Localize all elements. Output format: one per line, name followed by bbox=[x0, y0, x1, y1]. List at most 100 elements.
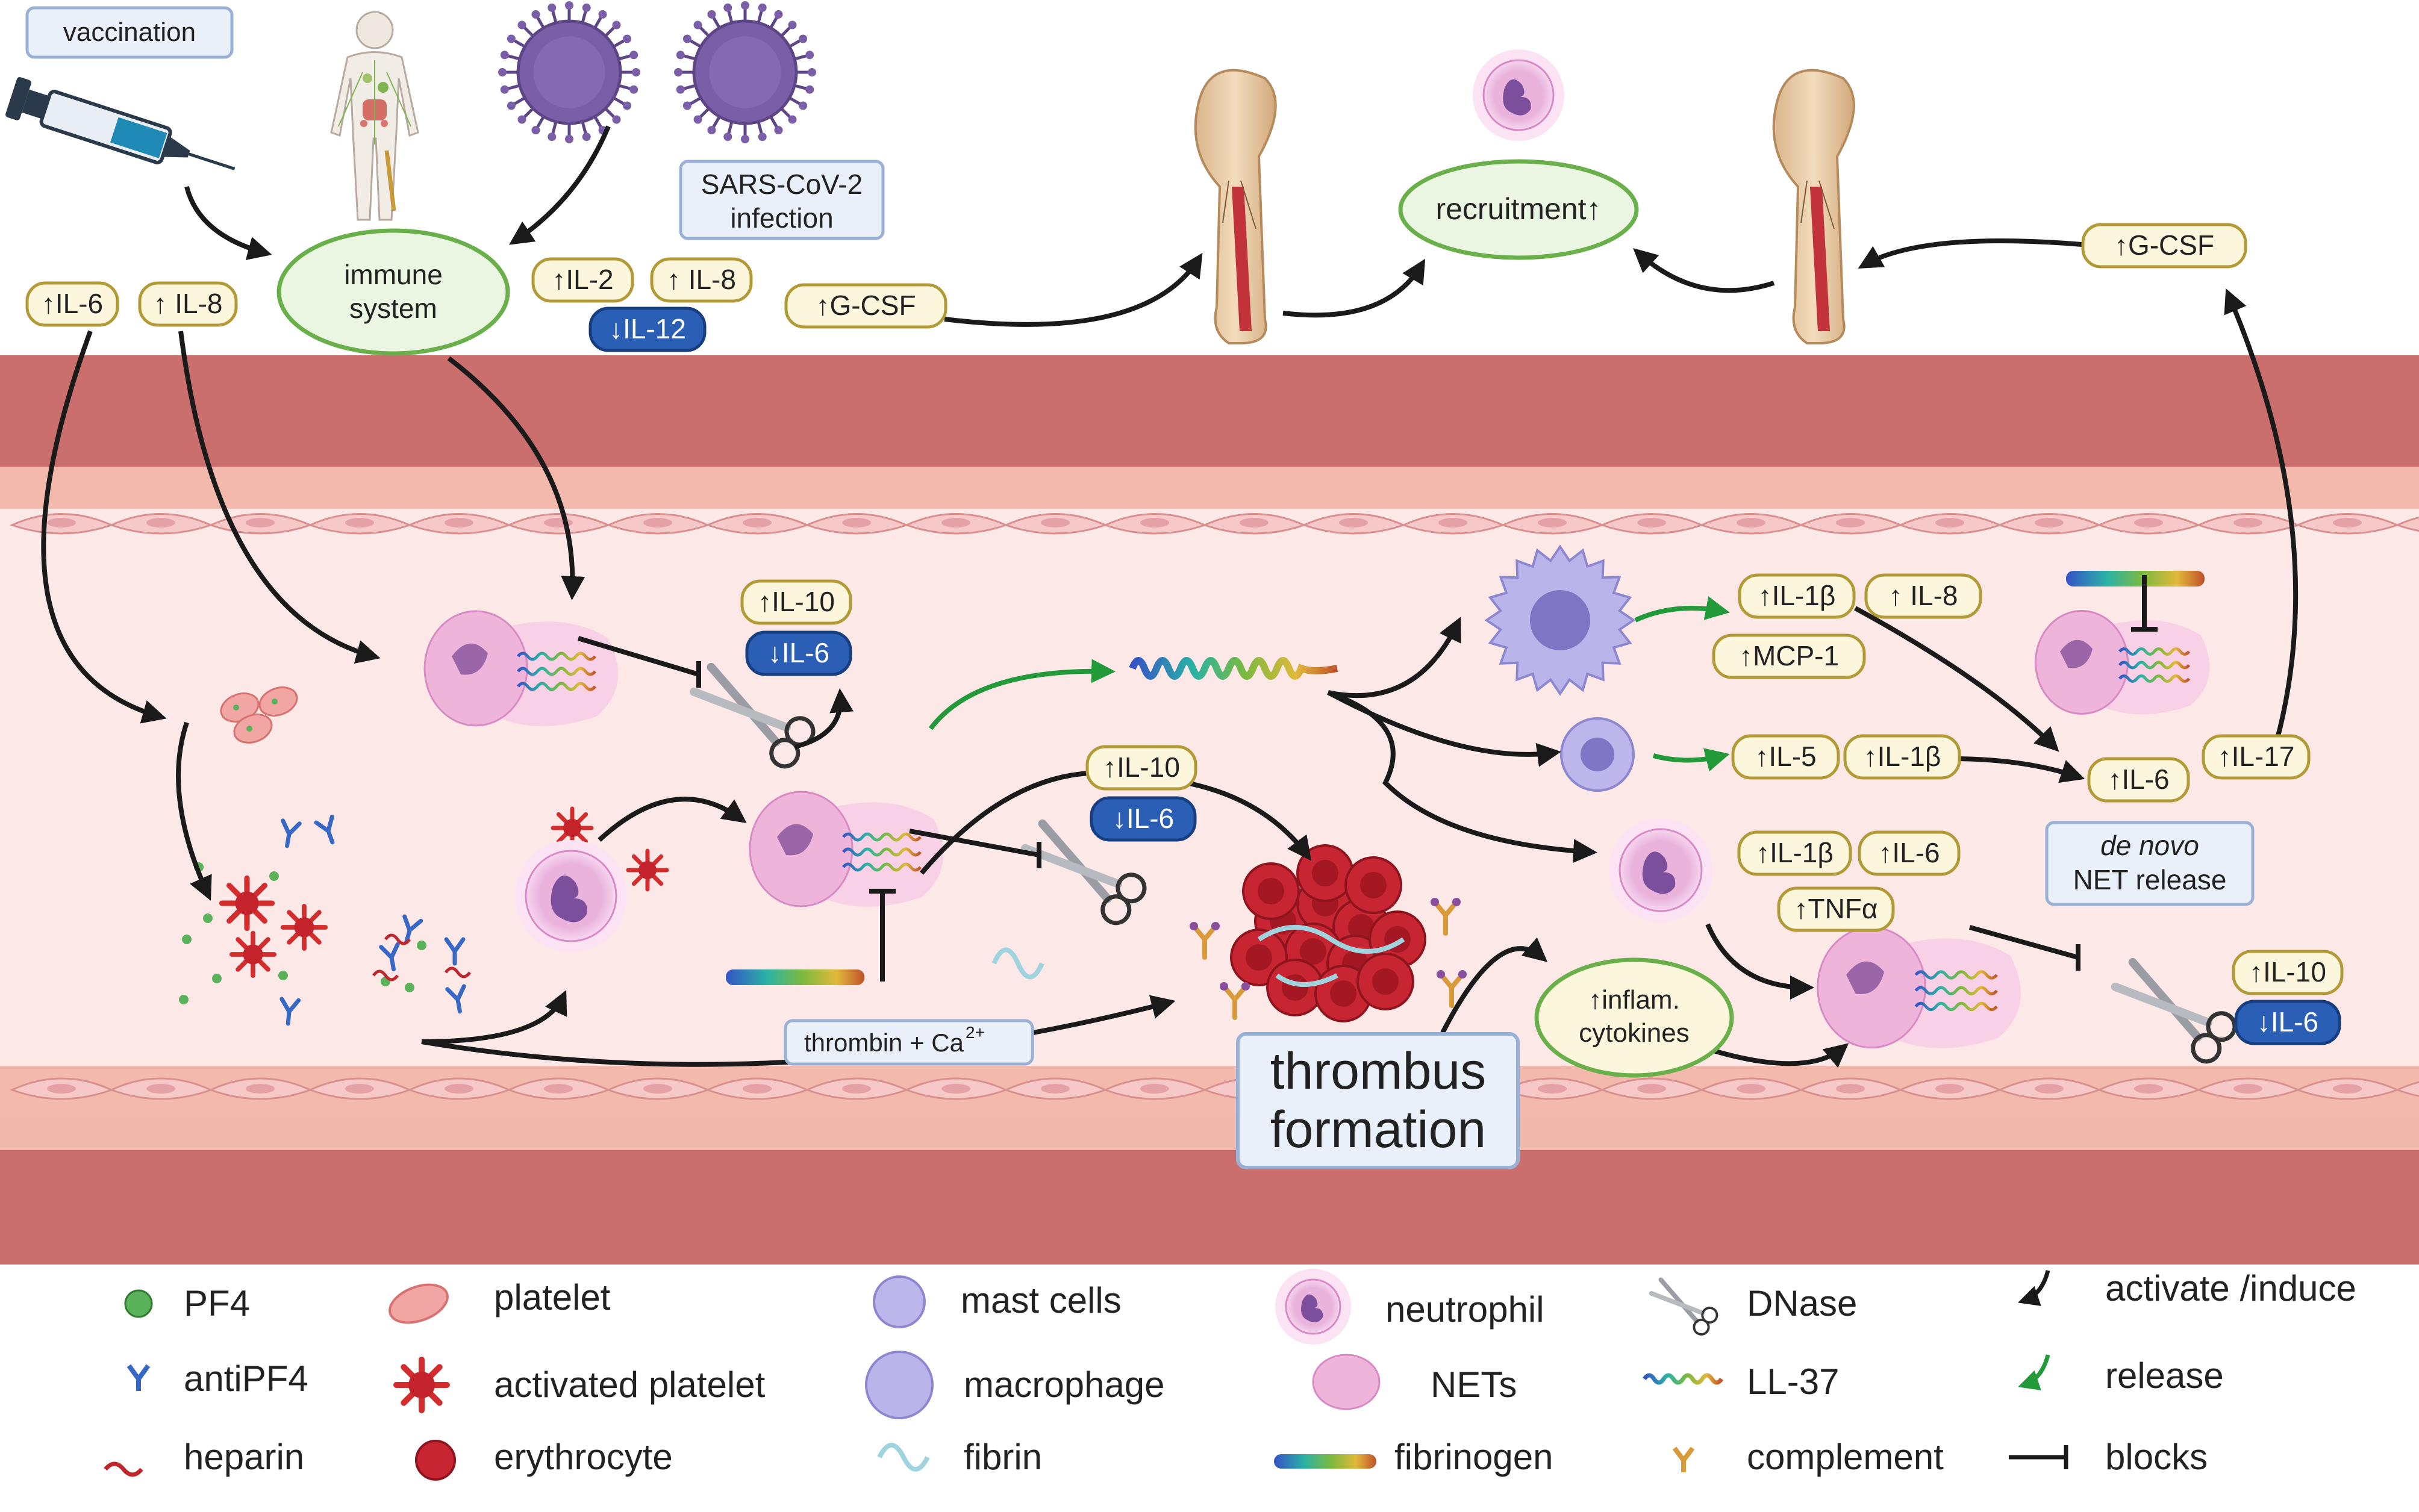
erythrocyte-icon bbox=[415, 1440, 456, 1481]
cytokine-label-mcp1: ↑MCP-1 bbox=[1712, 633, 1866, 679]
net-icon bbox=[749, 791, 943, 907]
net-icon bbox=[423, 610, 618, 727]
cytokine-label-il8-b: ↑ IL-8 bbox=[1864, 573, 1982, 619]
legend-nets: NETs bbox=[1431, 1364, 1517, 1405]
lumen-cells bbox=[179, 544, 2237, 1064]
svg-text:↓IL-12: ↓IL-12 bbox=[609, 313, 686, 344]
de-novo-net-release-box: de novo NET release bbox=[2045, 821, 2255, 906]
cytokine-label-il10-c: ↑IL-10 bbox=[2232, 950, 2344, 995]
svg-text:↓IL-6: ↓IL-6 bbox=[768, 637, 829, 668]
fibrin-icon bbox=[991, 947, 1044, 980]
cytokine-label-il17: ↑IL-17 bbox=[2202, 734, 2311, 780]
neutrophil-icon bbox=[1275, 1269, 1351, 1345]
sars-cov-2-box: SARS-CoV-2 infection bbox=[679, 160, 885, 240]
calcium-charge: 2+ bbox=[966, 1023, 985, 1042]
thrombus-formation-box: thrombus formation bbox=[1236, 1032, 1520, 1169]
legend-ll37: LL-37 bbox=[1747, 1361, 1839, 1402]
svg-text:↑IL-1β: ↑IL-1β bbox=[1756, 837, 1834, 868]
activated-platelet-icon bbox=[626, 848, 669, 892]
thrombin-label: thrombin + Ca bbox=[804, 1028, 964, 1057]
legend-platelet: platelet bbox=[494, 1277, 611, 1318]
formation-label: formation bbox=[1270, 1101, 1487, 1159]
antipf4-icon bbox=[445, 984, 466, 1014]
mast-cell-icon bbox=[873, 1275, 926, 1328]
fibrinogen-icon bbox=[726, 969, 864, 985]
inflammatory-cytokines-ellipse: ↑inflam. cytokines bbox=[1534, 957, 1734, 1078]
cytokine-label-il8-mid: ↑ IL-8 bbox=[650, 257, 753, 303]
activated-platelet-icon bbox=[219, 875, 275, 932]
release-arrow-icon bbox=[2018, 1354, 2050, 1390]
cytokine-label-il2: ↑IL-2 bbox=[531, 257, 634, 303]
svg-text:↑G-CSF: ↑G-CSF bbox=[816, 290, 916, 321]
release-arrow bbox=[1634, 596, 1730, 623]
activate-arrow bbox=[1633, 247, 1775, 293]
net-release-label: NET release bbox=[2073, 864, 2227, 895]
dnase-icon bbox=[1649, 1277, 1718, 1336]
blocks-symbol bbox=[1968, 925, 2080, 971]
legend-release: release bbox=[2105, 1355, 2224, 1396]
cytokine-label-tnfa: ↑TNFα bbox=[1777, 886, 1895, 932]
vessel-lumen bbox=[0, 509, 2419, 1111]
vessel-wall-top bbox=[0, 355, 2419, 476]
activate-arrow bbox=[176, 721, 212, 901]
release-arrow bbox=[928, 659, 1116, 730]
fibrinogen-icon bbox=[1274, 1454, 1376, 1469]
infection-label: infection bbox=[730, 202, 833, 234]
activate-arrow bbox=[184, 186, 272, 260]
cytokine-label-il5: ↑IL-5 bbox=[1731, 734, 1840, 780]
pf4-dot bbox=[417, 941, 426, 950]
inflam-label: ↑inflam. bbox=[1588, 985, 1680, 1015]
svg-text:↑TNFα: ↑TNFα bbox=[1794, 893, 1877, 924]
net-icon bbox=[2035, 610, 2210, 715]
activate-arrow bbox=[178, 331, 381, 664]
human-body-icon bbox=[330, 11, 419, 221]
fibrin-icon bbox=[877, 1443, 930, 1472]
complement-icon bbox=[1672, 1446, 1695, 1472]
antipf4-icon bbox=[281, 818, 302, 848]
syringe-icon bbox=[5, 77, 236, 170]
virus-icon bbox=[498, 1, 640, 143]
svg-text:↑IL-1β: ↑IL-1β bbox=[1758, 580, 1836, 611]
activate-arrow bbox=[794, 688, 854, 749]
legend-dnase: DNase bbox=[1747, 1283, 1857, 1324]
antipf4-icon bbox=[402, 914, 423, 944]
cytokine-label-il10-b: ↑IL-10 bbox=[1085, 745, 1197, 791]
svg-text:↑IL-6: ↑IL-6 bbox=[42, 288, 103, 319]
dnase-scissors-icon bbox=[689, 662, 816, 769]
ll-37-icon bbox=[1129, 657, 1338, 680]
svg-text:↓IL-6: ↓IL-6 bbox=[1113, 803, 1174, 834]
platelet-icon bbox=[258, 686, 298, 717]
thrombus-label: thrombus bbox=[1270, 1042, 1487, 1100]
legend-complement: complement bbox=[1747, 1437, 1944, 1477]
svg-text:↑ IL-8: ↑ IL-8 bbox=[1888, 580, 1958, 611]
cytokine-label-il6-top: ↑IL-6 bbox=[25, 281, 119, 327]
legend-neutrophil: neutrophil bbox=[1385, 1289, 1544, 1330]
dnase-scissors-icon bbox=[2111, 957, 2237, 1064]
pf4-dot bbox=[405, 983, 414, 992]
cytokine-label-il12: ↓IL-12 bbox=[588, 306, 707, 352]
cytokine-label-il1b-b: ↑IL-1β bbox=[1843, 734, 1961, 780]
svg-text:↑IL-10: ↑IL-10 bbox=[1103, 751, 1180, 783]
activate-arrow bbox=[598, 797, 747, 842]
cytokine-label-il6-down-b: ↓IL-6 bbox=[1090, 796, 1197, 842]
svg-text:↑IL-10: ↑IL-10 bbox=[2249, 956, 2326, 988]
fibrinogen-icon bbox=[2066, 571, 2205, 586]
blood-vessel bbox=[0, 355, 2419, 1265]
sars-cov-2-label: SARS-CoV-2 bbox=[701, 169, 863, 200]
svg-text:↑IL-6: ↑IL-6 bbox=[1878, 837, 1940, 868]
macrophage-icon bbox=[865, 1351, 934, 1419]
svg-text:↑IL-17: ↑IL-17 bbox=[2218, 741, 2295, 772]
activate-arrow bbox=[2224, 288, 2299, 742]
blocks-symbol bbox=[577, 636, 701, 688]
neutrophil-icon bbox=[515, 840, 627, 952]
activate-arrow bbox=[1712, 1043, 1849, 1068]
cytokine-label-il1b-a: ↑IL-1β bbox=[1738, 573, 1856, 619]
pf4-dot bbox=[179, 995, 189, 1004]
legend-pf4: PF4 bbox=[184, 1283, 250, 1324]
activate-arrow bbox=[41, 330, 167, 724]
svg-text:↑IL-2: ↑IL-2 bbox=[552, 264, 613, 295]
activate-arrow bbox=[1327, 690, 1597, 863]
release-arrow bbox=[1652, 748, 1730, 772]
cytokine-label-il8-top: ↑ IL-8 bbox=[138, 281, 238, 327]
vaccination-label: vaccination bbox=[63, 17, 196, 47]
